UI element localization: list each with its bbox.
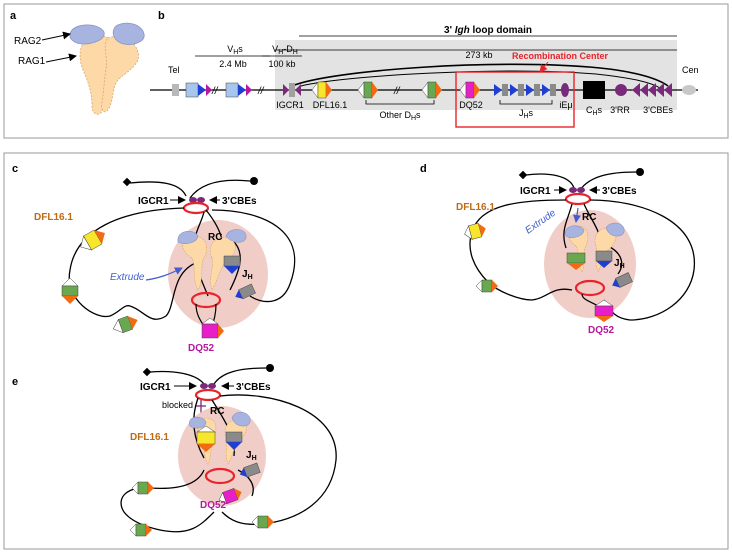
igcr1-label: IGCR1 (276, 100, 304, 110)
loop-arc-inner (300, 70, 661, 89)
rag1-label: RAG1 (18, 56, 46, 67)
svg-text:3'CBEs: 3'CBEs (602, 186, 637, 197)
svg-text:DFL16.1: DFL16.1 (456, 202, 495, 213)
rag2-arrow (41, 31, 71, 41)
svg-text:IGCR1: IGCR1 (140, 382, 171, 393)
rag1-arrow (45, 53, 77, 63)
chs-label: CHs (586, 105, 603, 117)
rag-complex-illustration (41, 22, 145, 115)
svg-text:3'CBEs: 3'CBEs (222, 196, 257, 207)
size-273-label: 273 kb (465, 50, 492, 60)
three-cbes-label: 3'CBEs (643, 105, 673, 115)
jhs-bracket (499, 100, 553, 105)
loop-arc (291, 63, 669, 87)
chs-box (583, 81, 605, 99)
jhs-label: JHs (519, 108, 534, 120)
three-cbes-triangles (632, 83, 672, 97)
panel-label-a: a (10, 10, 17, 22)
panel-label-b: b (158, 10, 165, 22)
vh-segments: // // (185, 82, 265, 98)
svg-text:IGCR1: IGCR1 (138, 196, 169, 207)
panel-label-c: c (12, 163, 18, 175)
svg-text:JH: JH (614, 258, 625, 270)
recombination-center-label: Recombination Center (512, 51, 609, 61)
svg-text:3'CBEs: 3'CBEs (236, 382, 271, 393)
three-rr-circle (615, 84, 627, 96)
svg-text:DFL16.1: DFL16.1 (34, 212, 73, 223)
recombination-center-box (455, 71, 575, 128)
svg-text://: // (393, 86, 401, 97)
size-100-label: 100 kb (268, 59, 295, 69)
rag2-right-shape (112, 22, 145, 45)
svg-text:RC: RC (582, 212, 596, 223)
svg-text:IGCR1: IGCR1 (520, 186, 551, 197)
svg-text:DQ52: DQ52 (588, 325, 615, 336)
panel-c: c IGCR1 3'CBEs DFL16.1 (12, 163, 296, 354)
svg-text://: // (257, 86, 265, 97)
svg-text:Extrude: Extrude (110, 272, 145, 283)
dq52-segment (459, 81, 480, 99)
dq52-label: DQ52 (459, 100, 483, 110)
iemu-label: iEμ (559, 100, 572, 110)
rag1-right-shape (101, 36, 140, 113)
iemu-element (561, 83, 569, 97)
lower-panel-frame (3, 152, 729, 550)
jh-segments (494, 84, 556, 96)
svg-text:RC: RC (208, 232, 222, 243)
c-jh-label: JH (242, 269, 253, 281)
panel-label-d: d (420, 163, 427, 175)
panel-d: d IGCR1 3'CBEs DFL16.1 RC (420, 163, 695, 336)
dfl16-1-segment (311, 81, 332, 99)
cen-label: Cen (682, 65, 699, 75)
rag2-left-shape (69, 24, 105, 45)
other-dhs-label: Other DHs (379, 110, 421, 122)
rag2-label: RAG2 (14, 36, 42, 47)
other-dhs-bracket (365, 100, 435, 105)
panel-e: e IGCR1 3'CBEs blocked RC DFL16.1 (12, 364, 337, 537)
dfl16-1-label: DFL16.1 (313, 100, 348, 110)
svg-text:JH: JH (246, 450, 257, 462)
svg-text:DQ52: DQ52 (188, 343, 215, 354)
size-2-4-label: 2.4 Mb (219, 59, 247, 69)
svg-text://: // (211, 86, 219, 97)
tel-box (172, 84, 179, 96)
svg-text:DQ52: DQ52 (200, 500, 227, 511)
tel-label: Tel (168, 65, 180, 75)
vhs-label: VHs (227, 44, 243, 56)
loop-domain-title: 3' Igh loop domain (444, 25, 532, 36)
rc-arrow (539, 61, 549, 73)
panel-label-e: e (12, 376, 18, 388)
three-rr-label: 3'RR (610, 105, 630, 115)
vh-dh-label: VH-DH (272, 44, 298, 56)
other-dh-segments: // (357, 81, 442, 99)
svg-text:DFL16.1: DFL16.1 (130, 432, 169, 443)
igcr1-cbes (283, 83, 301, 97)
cen-ellipse (682, 85, 696, 95)
svg-text:blocked: blocked (162, 400, 193, 410)
svg-text:RC: RC (210, 406, 224, 417)
